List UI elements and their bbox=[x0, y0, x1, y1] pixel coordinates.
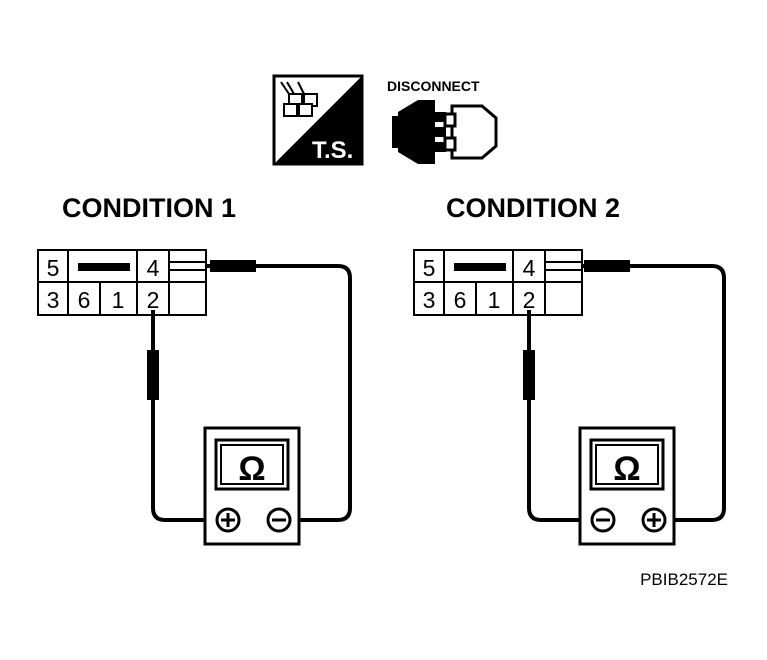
pin-3: 3 bbox=[423, 287, 436, 313]
condition-1-title: CONDITION 1 bbox=[62, 193, 236, 223]
pin-6: 6 bbox=[454, 287, 467, 313]
figure-id: PBIB2572E bbox=[640, 570, 728, 589]
ohmmeter-2: Ω bbox=[578, 426, 676, 546]
probe-wire-to-terminal-2 bbox=[527, 310, 602, 522]
probe-tip bbox=[584, 260, 630, 272]
condition-1: CONDITION 1 5 4 3 6 1 2 bbox=[37, 193, 352, 546]
condition-2: CONDITION 2 5 4 3 6 1 2 Ω bbox=[413, 193, 726, 546]
pin-5: 5 bbox=[423, 255, 436, 281]
ohm-symbol: Ω bbox=[238, 450, 265, 488]
pin-5: 5 bbox=[47, 255, 60, 281]
pin-3: 3 bbox=[47, 287, 60, 313]
connector-2: 5 4 3 6 1 2 bbox=[413, 249, 583, 316]
ts-icon: T.S. bbox=[272, 74, 364, 166]
pin-2: 2 bbox=[147, 287, 160, 313]
probe-tip bbox=[210, 260, 256, 272]
pin-2: 2 bbox=[523, 287, 536, 313]
pin-4: 4 bbox=[523, 255, 536, 281]
probe-wire-to-terminal-4 bbox=[582, 264, 726, 522]
locking-tab bbox=[454, 263, 506, 271]
disconnect-label: DISCONNECT bbox=[387, 78, 480, 94]
ohm-symbol: Ω bbox=[613, 450, 640, 488]
pin-6: 6 bbox=[78, 287, 91, 313]
ts-label: T.S. bbox=[312, 137, 353, 164]
probe-tip bbox=[147, 350, 159, 400]
pin-1: 1 bbox=[488, 287, 501, 313]
ohmmeter-1: Ω bbox=[203, 426, 301, 546]
probe-wire-to-terminal-2 bbox=[151, 310, 228, 522]
connector-1: 5 4 3 6 1 2 bbox=[37, 249, 207, 316]
pin-1: 1 bbox=[112, 287, 125, 313]
pin-4: 4 bbox=[147, 255, 160, 281]
locking-tab bbox=[78, 263, 130, 271]
probe-wire-to-terminal-4 bbox=[206, 264, 352, 522]
probe-tip bbox=[523, 350, 535, 400]
condition-2-title: CONDITION 2 bbox=[446, 193, 620, 223]
disconnect-icon: DISCONNECT bbox=[387, 78, 498, 164]
